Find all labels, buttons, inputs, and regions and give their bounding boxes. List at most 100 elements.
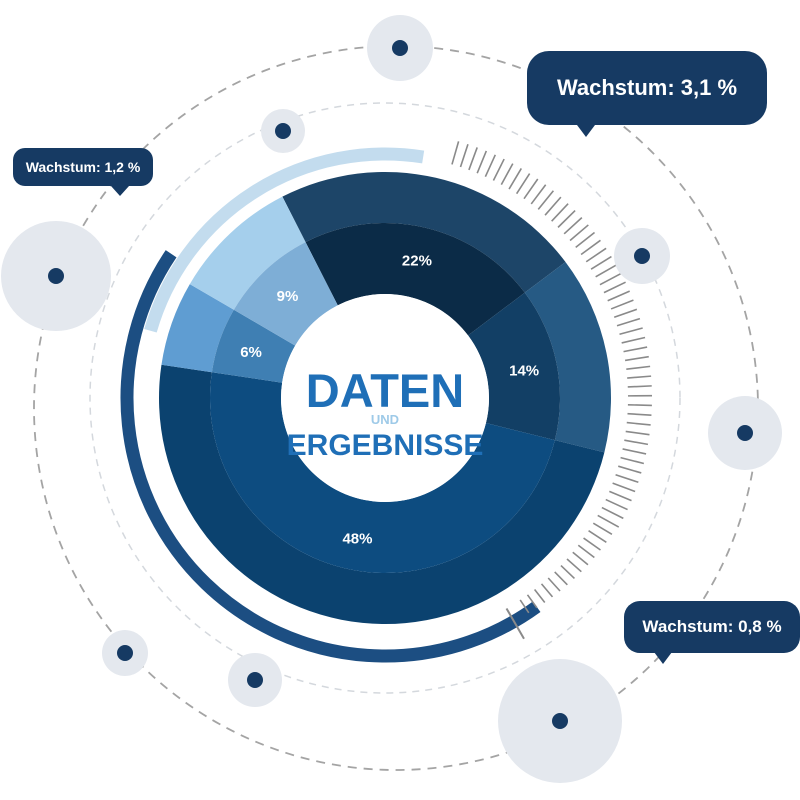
growth-callout-bottom-right: Wachstum: 0,8 % <box>624 601 800 664</box>
hatch-tick <box>580 239 601 256</box>
center-title: DATEN <box>306 364 464 417</box>
hatch-tick <box>526 594 538 609</box>
donut-inner-segment <box>233 242 338 346</box>
segment-value-label: 48% <box>342 530 372 547</box>
hatch-tick <box>468 147 478 171</box>
hatch-tick <box>619 327 643 336</box>
hatch-tick <box>616 317 641 327</box>
segment-value-label: 9% <box>277 288 299 305</box>
hatch-tick <box>569 224 589 242</box>
segment-value-label: 6% <box>240 344 262 361</box>
hatch-tick <box>533 588 546 603</box>
marker-dot <box>392 40 408 56</box>
donut-inner-segment <box>468 292 560 441</box>
hatch-tick <box>554 571 568 586</box>
inner-dashed-ring <box>89 102 681 694</box>
hatch-tick <box>626 365 651 371</box>
hatch-tick <box>537 190 555 210</box>
hatch-tick <box>613 308 638 319</box>
hatch-tick <box>590 255 612 270</box>
hatch-tick <box>627 412 652 417</box>
hatch-tick <box>560 564 575 579</box>
light-accent-arc <box>144 147 425 333</box>
hatch-tick <box>597 514 620 528</box>
hatch-tick <box>622 448 647 455</box>
hatch-tick <box>500 163 514 186</box>
hatch-tick <box>563 217 583 235</box>
dark-accent-arc <box>120 250 541 663</box>
hatch-tick <box>603 281 626 294</box>
donut-outer-segment <box>282 171 566 293</box>
hatch-tick <box>459 143 469 168</box>
hatch-tick <box>615 473 639 484</box>
hatch-tick <box>585 247 607 263</box>
marker-dot <box>737 425 753 441</box>
hatch-tick <box>583 537 601 551</box>
donut-outer-segment <box>189 196 306 310</box>
chart-decoration <box>1 15 782 783</box>
hatch-end-tick <box>505 607 525 640</box>
chart-center: DATEN UND ERGEBNISSE <box>281 294 489 502</box>
hatch-tick <box>544 196 562 216</box>
hatch-tick <box>626 421 651 426</box>
donut-outer-segment <box>524 261 611 453</box>
hatch-tick <box>610 299 634 310</box>
hatch-tick <box>612 482 636 493</box>
hatch-tick <box>547 577 561 592</box>
hatch-tick <box>609 490 632 502</box>
hatch-tick <box>618 465 642 474</box>
hatch-tick <box>601 506 624 520</box>
hatch-tick <box>540 583 554 598</box>
hatch-tick <box>592 522 613 536</box>
hatch-tick <box>624 355 649 362</box>
hatch-tick <box>588 530 607 543</box>
hatch-tick <box>572 551 589 566</box>
hatch-tick <box>627 385 652 388</box>
center-connector: UND <box>371 412 399 427</box>
hatch-tick <box>625 430 650 436</box>
hatch-tick <box>523 178 539 200</box>
hatch-tick <box>551 203 569 222</box>
donut-inner-segment <box>305 223 525 336</box>
segment-value-label: 14% <box>509 363 539 380</box>
hatch-tick <box>530 184 547 205</box>
hatch-tick <box>627 403 652 407</box>
donut-outer-segment <box>158 364 605 625</box>
hatch-tick <box>595 264 617 278</box>
hatch-tick <box>624 439 649 446</box>
hatch-tick <box>519 599 530 614</box>
hatch-tick <box>484 154 497 178</box>
hatch-tick <box>577 544 595 559</box>
hatch-tick <box>620 456 645 465</box>
center-subtitle: ERGEBNISSE <box>287 429 484 462</box>
hatch-tick <box>621 336 646 344</box>
hatch-tick <box>575 231 596 249</box>
hatch-tick <box>599 272 622 286</box>
hatch-tick <box>476 150 488 174</box>
hatch-tick <box>492 158 505 181</box>
hatch-tick <box>607 290 630 302</box>
donut-inner-segment <box>209 372 555 574</box>
donut-inner-segment <box>211 309 296 383</box>
segment-labels: 22% 14% 48% 6% 9% <box>240 253 539 548</box>
hatch-tick <box>515 173 531 195</box>
marker-dot <box>634 248 650 264</box>
chart-segments <box>158 171 611 625</box>
donut-outer-segment <box>161 284 234 373</box>
hatch-tick <box>605 498 628 511</box>
growth-callout-top-right: Wachstum: 3,1 % <box>527 51 767 137</box>
hatch-tick <box>623 346 648 353</box>
marker-dot <box>552 713 568 729</box>
marker-dot <box>48 268 64 284</box>
marker-dot <box>275 123 291 139</box>
hatch-tick <box>557 209 576 228</box>
hatch-tick <box>627 375 652 379</box>
marker-dot <box>247 672 263 688</box>
hatch-tick <box>451 141 460 165</box>
segment-value-label: 22% <box>402 253 432 270</box>
growth-callout-left: Wachstum: 1,2 % <box>13 148 153 196</box>
marker-dot <box>117 645 133 661</box>
hatch-tick <box>508 168 523 190</box>
hatch-tick <box>566 558 582 573</box>
